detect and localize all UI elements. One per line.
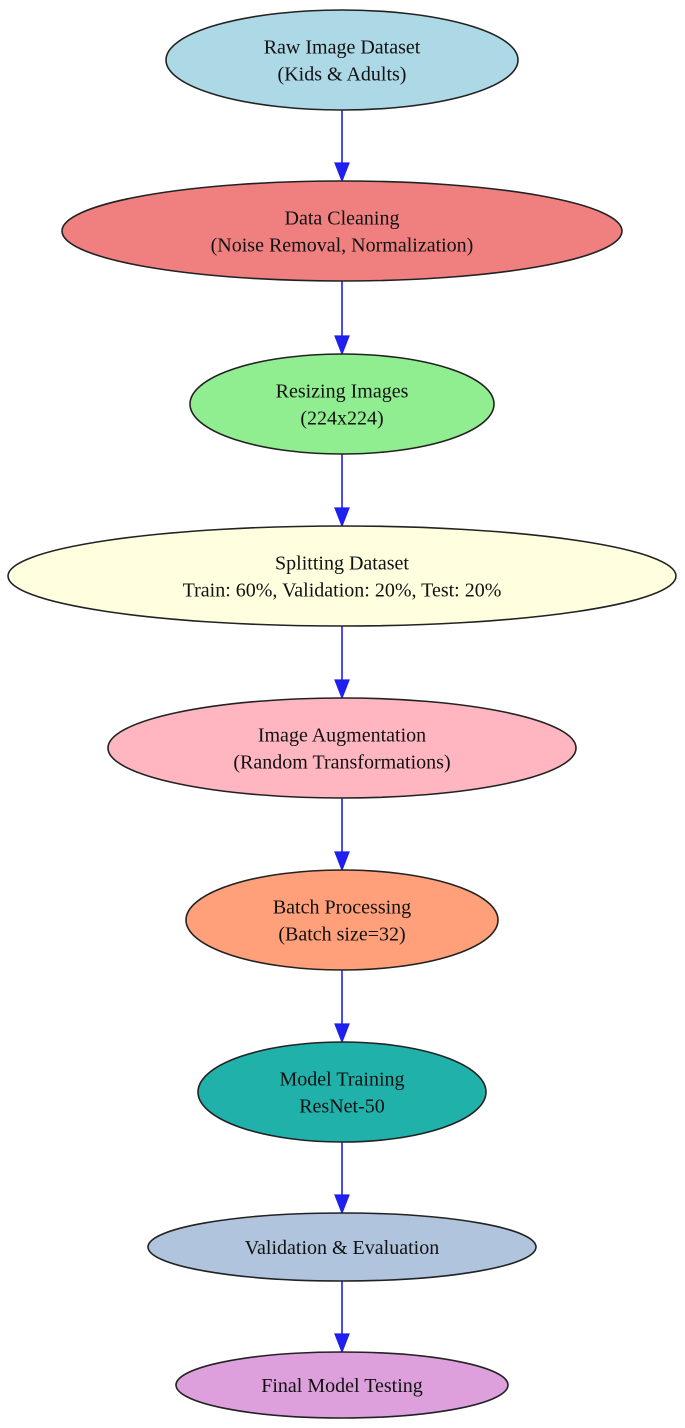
edges-layer	[334, 110, 350, 1354]
node-label: Resizing Images	[276, 381, 409, 403]
node-sublabel: ResNet-50	[299, 1096, 385, 1118]
nodes-layer: Raw Image Dataset (Kids & Adults) Data Cle…	[7, 9, 677, 1419]
node-sublabel: Train: 60%, Validation: 20%, Test: 20%	[183, 580, 502, 602]
node-image-augmentation: Image Augmentation (Random Transformation…	[107, 697, 577, 799]
node-shape	[185, 869, 499, 971]
node-sublabel: (Noise Removal, Normalization)	[211, 235, 474, 257]
node-label: Image Augmentation	[258, 725, 426, 747]
node-label: Model Training	[279, 1069, 404, 1091]
arrowhead	[334, 851, 350, 872]
edge-arrow	[334, 626, 350, 700]
edge-arrow	[334, 798, 350, 872]
edge-arrow	[334, 110, 350, 183]
node-label: Batch Processing	[273, 897, 411, 919]
edge-arrow	[334, 454, 350, 528]
node-shape	[197, 1041, 487, 1143]
node-shape	[189, 353, 495, 455]
node-batch-processing: Batch Processing (Batch size=32)	[185, 869, 499, 971]
edge-arrow	[334, 1281, 350, 1354]
node-shape	[165, 9, 519, 111]
node-sublabel: (224x224)	[300, 408, 383, 430]
edge-arrow	[334, 1142, 350, 1215]
arrowhead	[334, 1194, 350, 1215]
edge-arrow	[334, 281, 350, 356]
arrowhead	[334, 335, 350, 356]
node-shape	[7, 525, 677, 627]
node-sublabel: (Random Transformations)	[233, 752, 450, 774]
node-label: Validation & Evaluation	[245, 1237, 439, 1259]
edge-arrow	[334, 970, 350, 1044]
node-shape	[175, 1351, 509, 1419]
node-label: Data Cleaning	[285, 208, 400, 230]
node-final-model-testing: Final Model Testing	[175, 1351, 509, 1419]
node-validation-evaluation: Validation & Evaluation	[147, 1212, 537, 1282]
node-data-cleaning: Data Cleaning (Noise Removal, Normalizati…	[61, 180, 623, 282]
node-label: Splitting Dataset	[275, 553, 409, 575]
node-raw-image-dataset: Raw Image Dataset (Kids & Adults)	[165, 9, 519, 111]
arrowhead	[334, 162, 350, 183]
node-resizing-images: Resizing Images (224x224)	[189, 353, 495, 455]
node-label: Final Model Testing	[261, 1375, 423, 1397]
arrowhead	[334, 1023, 350, 1044]
arrowhead	[334, 1333, 350, 1354]
arrowhead	[334, 679, 350, 700]
node-shape	[107, 697, 577, 799]
node-sublabel: (Batch size=32)	[278, 924, 405, 946]
node-sublabel: (Kids & Adults)	[278, 64, 407, 86]
arrowhead	[334, 507, 350, 528]
node-label: Raw Image Dataset	[264, 37, 421, 59]
node-shape	[147, 1212, 537, 1282]
node-shape	[61, 180, 623, 282]
